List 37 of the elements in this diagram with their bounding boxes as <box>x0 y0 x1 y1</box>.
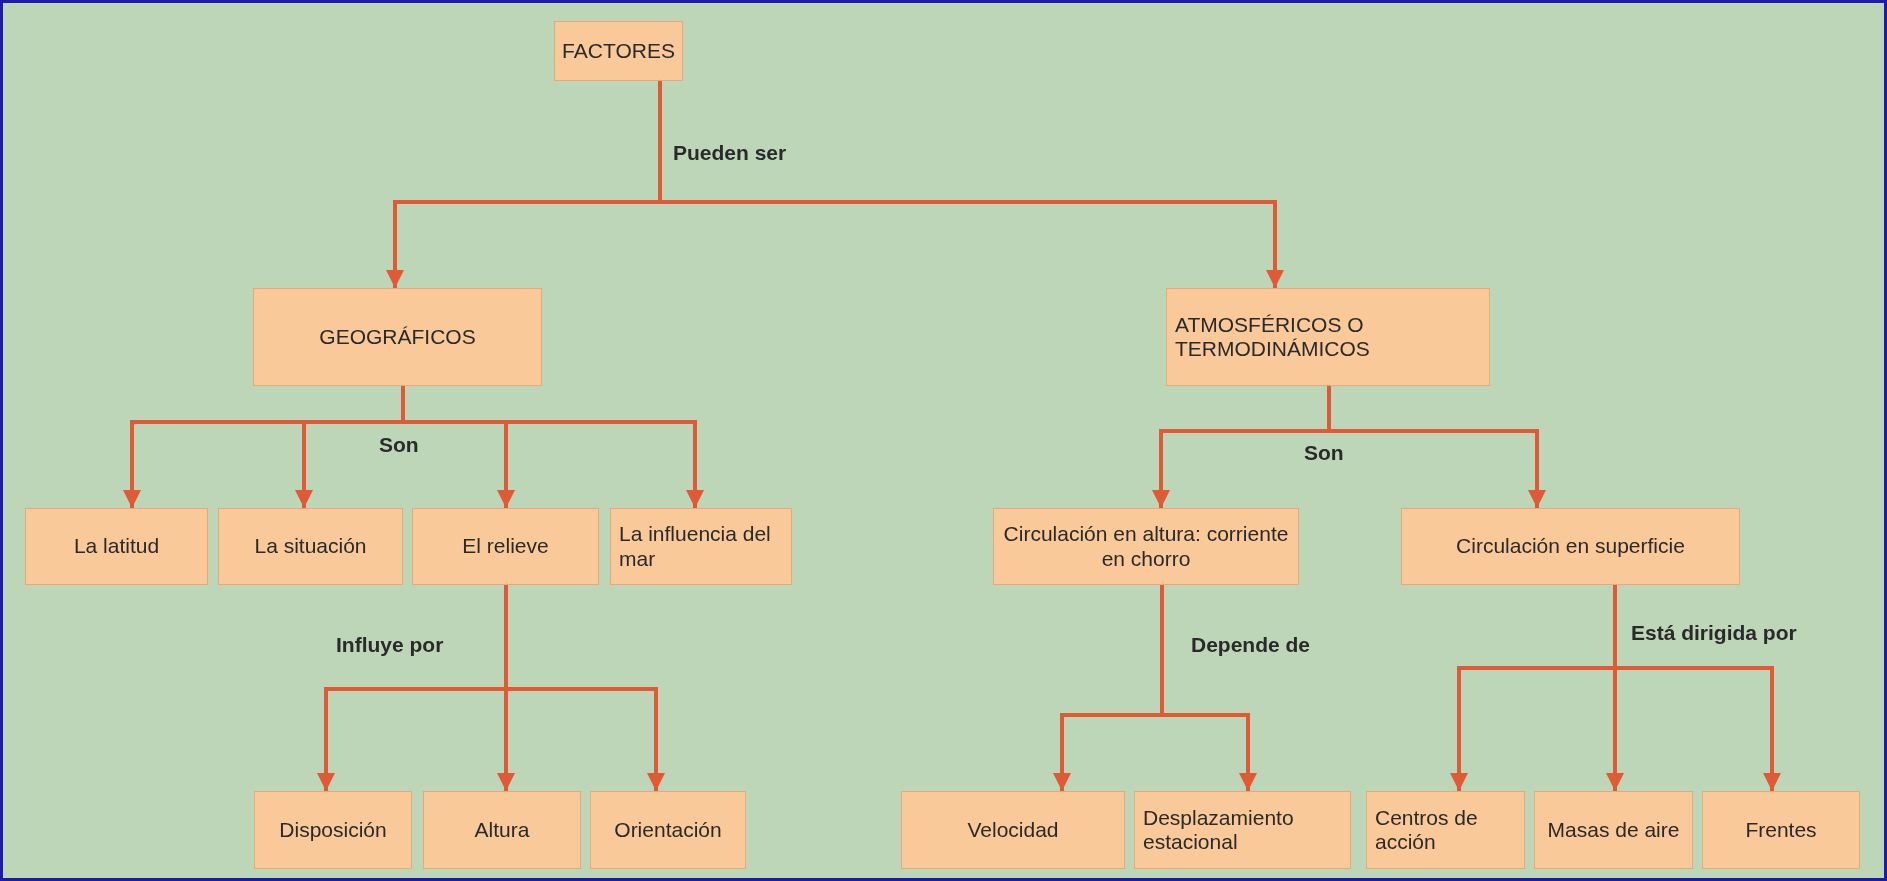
box-text: Circulación en superficie <box>1456 534 1685 559</box>
concept-box <box>254 791 412 869</box>
concept-box <box>25 508 208 585</box>
box-text: La situación <box>254 534 367 559</box>
concept-box <box>1366 791 1525 869</box>
concept-box <box>1702 791 1860 869</box>
box-text: Masas de aire <box>1547 817 1680 843</box>
concept-box <box>1401 508 1740 585</box>
arrow <box>401 386 704 508</box>
box-text: El relieve <box>462 534 549 559</box>
concept-box <box>218 508 403 585</box>
concept-box <box>412 508 599 585</box>
concept-box <box>1134 791 1351 869</box>
box-text: La influencia del mar <box>619 522 772 571</box>
box-text: Disposición <box>279 817 387 843</box>
concept-box <box>1534 791 1693 869</box>
box-text: Desplazamiento estacional <box>1143 805 1295 855</box>
box-text: La latitud <box>73 534 160 559</box>
box-text: Circulación en altura: corriente en chorro <box>1002 522 1290 571</box>
arrow <box>1160 585 1257 791</box>
concept-box <box>554 21 683 81</box>
box-text: Centros de acción <box>1375 805 1479 855</box>
concept-box <box>901 791 1125 869</box>
box-text: FACTORES <box>562 38 675 64</box>
arrow <box>1327 386 1546 508</box>
box-text: Orientación <box>614 817 722 843</box>
box-text: GEOGRÁFICOS <box>319 324 476 350</box>
box-text: Frentes <box>1745 817 1817 843</box>
concept-box <box>1166 288 1490 386</box>
concept-box <box>423 791 581 869</box>
concept-box <box>253 288 542 386</box>
concept-box <box>993 508 1299 585</box>
box-text: ATMOSFÉRICOS O TERMODINÁMICOS <box>1175 312 1371 362</box>
box-text: Velocidad <box>967 817 1059 843</box>
box-text: Altura <box>474 817 530 843</box>
concept-box <box>590 791 746 869</box>
concept-box <box>610 508 792 585</box>
